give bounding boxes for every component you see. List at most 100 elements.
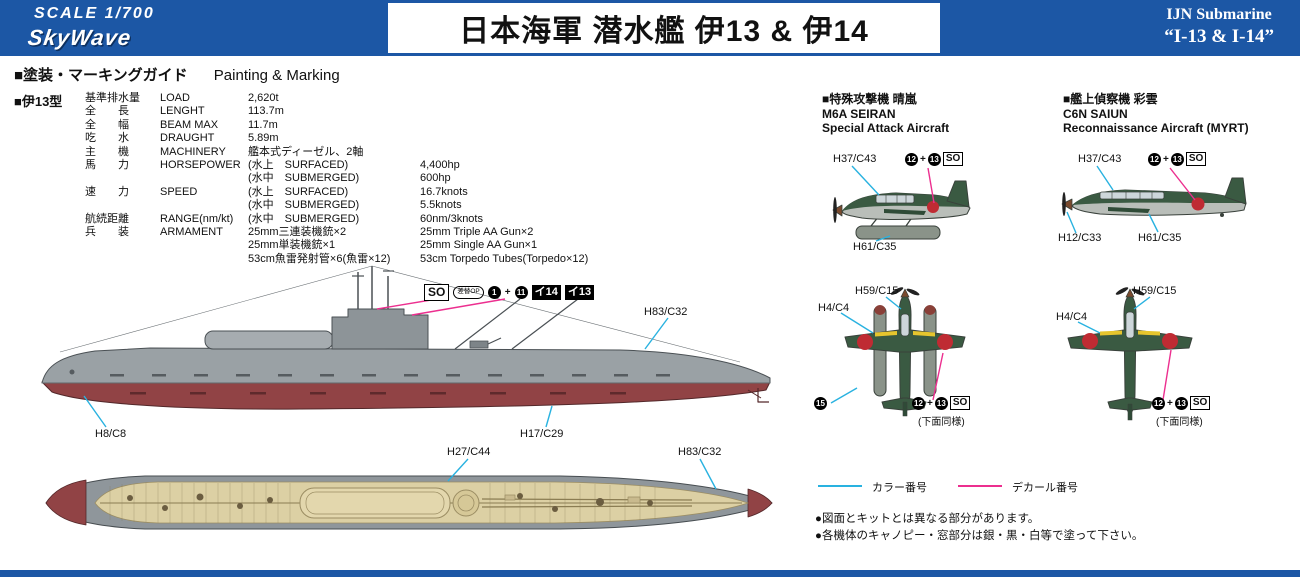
spec-en: ARMAMENT	[160, 226, 223, 239]
spec-value-1: 25mm三連装機銃×2	[248, 226, 347, 239]
saiun-heading-name: C6N SAIUN	[1063, 106, 1128, 121]
spec-value-2	[420, 146, 588, 159]
spec-en: SPEED	[160, 185, 198, 198]
submarine-side-view-drawing	[41, 265, 771, 410]
spec-jp: 馬 力	[85, 159, 129, 172]
spec-row: 主 機 MACHINERY 艦本式ディーゼル、2軸	[85, 146, 588, 159]
spec-jp: 兵 装	[85, 226, 129, 239]
paint-label-saiun-cowl: H59/C15	[1133, 285, 1177, 297]
legend-decal-number-label: デカール番号	[1012, 482, 1078, 494]
decal-12: 12	[905, 152, 918, 166]
seiran-heading: ■特殊攻撃機 晴嵐 M6A SEIRAN Special Attack Airc…	[822, 92, 1052, 136]
saiun-heading-jp: ■艦上偵察機 彩雲	[1063, 92, 1158, 106]
spec-jp	[85, 239, 160, 252]
seiran-heading-name: M6A SEIRAN	[822, 106, 896, 121]
saiun-heading-type: Reconnaissance Aircraft (MYRT)	[1063, 121, 1249, 135]
submarine-top-view-drawing	[45, 475, 773, 530]
paint-label-hull-gray-top: H83/C32	[678, 446, 722, 458]
footer-bar	[0, 570, 1300, 577]
decal-11: 11	[514, 286, 528, 299]
footnotes: ●図面とキットとは異なる部分があります。 ●各機体のキャノピー・窓部分は銀・黒・…	[815, 511, 1143, 545]
spec-value-1: (水上 SURFACED)	[248, 185, 349, 198]
spec-value-2	[420, 132, 588, 145]
spec-en	[160, 253, 248, 266]
header-bar: SCALE 1/700 SkyWave 日本海軍 潜水艦 伊13 & 伊14 I…	[0, 0, 1300, 56]
paint-label-saiun-upper: H37/C43	[1078, 153, 1122, 165]
spec-value-2: 53cm Torpedo Tubes(Torpedo×12)	[420, 252, 589, 265]
spec-jp: 航続距離	[85, 212, 129, 225]
spec-row: 速 力 SPEED (水上 SURFACED) 16.7knots	[85, 186, 588, 199]
spec-value-1: 5.89m	[248, 132, 279, 145]
spec-row: (水中 SUBMERGED) 5.5knots	[85, 199, 588, 212]
spec-value-1: (水中 SUBMERGED)	[248, 199, 360, 212]
spec-jp: 全 長	[85, 105, 129, 118]
spec-en: LOAD	[160, 92, 190, 104]
same-underside-note: (下面同様)	[1156, 417, 1203, 428]
spec-value-2	[420, 119, 588, 132]
decal-13: 13	[1170, 152, 1184, 166]
spec-jp	[85, 199, 160, 212]
spec-value-2: 5.5knots	[420, 199, 462, 212]
spec-value-2	[420, 92, 588, 105]
spec-jp: 吃 水	[85, 132, 129, 145]
plus-sign: +	[1163, 153, 1169, 165]
spec-en: LENGHT	[160, 105, 205, 118]
decal-15: 15	[814, 397, 827, 410]
spec-en: HORSEPOWER	[160, 159, 241, 172]
spec-en: BEAM MAX	[160, 118, 219, 131]
spec-value-1: 艦本式ディーゼル、2軸	[248, 145, 364, 158]
spec-value-2: 60nm/3knots	[420, 212, 483, 225]
paint-label-lower-hull-red: H17/C29	[520, 428, 564, 440]
spec-jp: 主 機	[85, 145, 129, 158]
spec-jp	[85, 253, 160, 266]
saiun-side-view-drawing	[1061, 177, 1247, 217]
spec-en	[160, 199, 248, 212]
saiun-heading: ■艦上偵察機 彩雲 C6N SAIUN Reconnaissance Aircr…	[1063, 92, 1293, 136]
paint-label-seiran-upper: H37/C43	[833, 153, 877, 165]
paint-label-bow: H8/C8	[95, 428, 127, 440]
spec-value-1: (水中 SUBMERGED)	[248, 172, 360, 185]
spec-value-1: 11.7m	[248, 118, 278, 131]
spec-row: 航続距離 RANGE(nm/kt) (水中 SUBMERGED) 60nm/3k…	[85, 213, 588, 226]
footnote-line: ●各機体のキャノピー・窓部分は銀・黒・白等で塗って下さい。	[815, 530, 1144, 542]
scale-label: SCALE 1/700	[34, 5, 155, 22]
footnote-line: ●図面とキットとは異なる部分があります。	[815, 513, 1040, 525]
spec-en: DRAUGHT	[160, 132, 215, 145]
decal-1: 1	[487, 286, 501, 299]
spec-row: 53cm魚雷発射管×6(魚雷×12) 53cm Torpedo Tubes(To…	[85, 253, 588, 266]
spec-row: 全 長 LENGHT 113.7m	[85, 105, 588, 118]
decal-13: 13	[934, 396, 948, 410]
decal-so-badge: SO	[424, 284, 450, 301]
spec-value-1: (水上 SURFACED)	[248, 159, 349, 172]
submarine-class-label: ■伊13型	[14, 94, 63, 109]
header-english-title: IJN Submarine “I-13 & I-14”	[1164, 5, 1274, 49]
spec-value-1: (水中 SUBMERGED)	[248, 212, 360, 225]
spec-en	[160, 172, 248, 185]
spec-value-2: 16.7knots	[420, 185, 468, 198]
same-underside-note: (下面同様)	[918, 417, 965, 428]
seiran-heading-jp: ■特殊攻撃機 晴嵐	[822, 92, 917, 106]
legend-magenta-line	[958, 485, 1002, 487]
spec-jp	[85, 172, 160, 185]
spec-row: 全 幅 BEAM MAX 11.7m	[85, 119, 588, 132]
spec-value-1: 53cm魚雷発射管×6(魚雷×12)	[248, 252, 391, 265]
spec-row: 兵 装 ARMAMENT 25mm三連装機銃×2 25mm Triple AA …	[85, 226, 588, 239]
submarine-decal-row: SO 差替OP 1 + 11 イ14 イ13	[424, 284, 595, 301]
section-title-en: Painting & Marking	[213, 67, 340, 84]
spec-value-1: 2,620t	[248, 92, 279, 104]
legend-cyan-line	[818, 485, 862, 487]
spec-row: 25mm単装機銃×1 25mm Single AA Gun×1	[85, 239, 588, 252]
spec-en	[160, 239, 248, 252]
seiran-top-decal-badges: 12 + 13 SO	[912, 396, 971, 410]
paint-label-hull-gray-side: H83/C32	[644, 306, 688, 318]
plus-sign: +	[920, 153, 926, 165]
paint-label-seiran-cowl: H59/C15	[855, 285, 899, 297]
spec-jp: 速 力	[85, 185, 129, 198]
spec-value-1: 25mm単装機銃×1	[248, 239, 336, 252]
saiun-top-decal-badges: 12 + 13 SO	[1152, 396, 1211, 410]
decal-so-badge: SO	[1189, 396, 1211, 410]
spec-en: MACHINERY	[160, 145, 226, 158]
skywave-logo: SkyWave	[26, 25, 134, 50]
decal-name-i14: イ14	[531, 285, 561, 300]
subtitle-line2: “I-13 & I-14”	[1164, 26, 1274, 47]
